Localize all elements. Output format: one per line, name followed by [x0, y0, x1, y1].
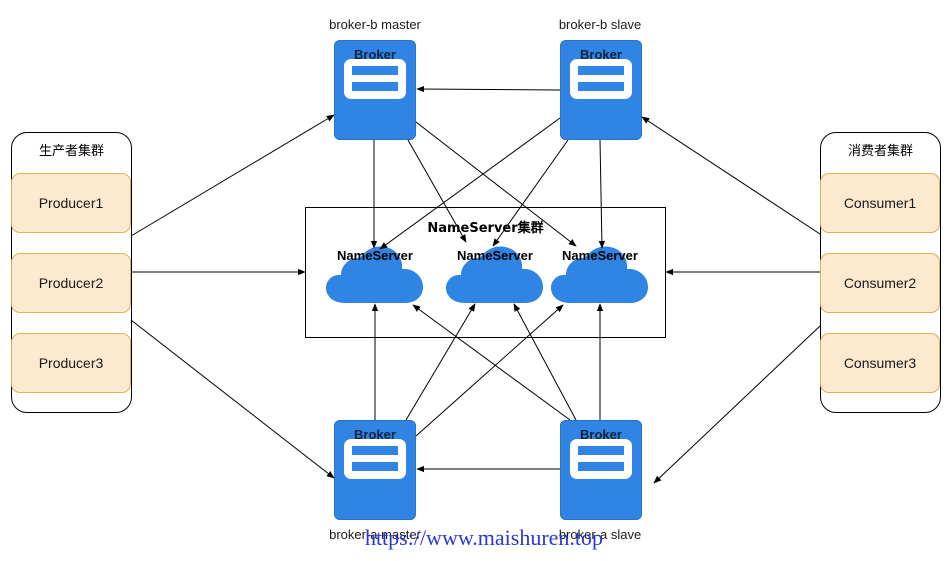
broker-b-master-caption: broker-b master	[329, 17, 421, 32]
broker-b-slave-label: Broker	[580, 47, 622, 62]
edge-a-slave-to-ns2	[513, 303, 577, 421]
nameserver-3-label: NameServer	[562, 248, 638, 263]
server-icon	[570, 59, 632, 99]
cloud-icon	[551, 246, 648, 303]
nameserver-1[interactable]: NameServer	[323, 244, 427, 308]
server-icon	[344, 59, 406, 99]
edge-consumer1-to-broker-b-slave	[641, 116, 821, 235]
broker-a-master[interactable]: Broker	[334, 420, 416, 520]
edge-producer1-to-broker-b-master	[130, 114, 335, 237]
edge-b-slave-to-ns2	[492, 139, 569, 247]
edge-b-slave-to-ns1	[379, 117, 561, 250]
producer-cluster: 生产者集群 Producer1 Producer2 Producer3	[11, 132, 132, 413]
consumer-node-2[interactable]: Consumer2	[820, 253, 940, 313]
nameserver-2[interactable]: NameServer	[443, 244, 547, 308]
consumer-node-3[interactable]: Consumer3	[820, 333, 940, 393]
consumer-cluster: 消费者集群 Consumer1 Consumer2 Consumer3	[820, 132, 941, 413]
cloud-icon	[326, 246, 423, 303]
watermark-url: https://www.maishuren.top	[364, 525, 604, 550]
broker-b-slave-caption: broker-b slave	[558, 17, 642, 32]
nameserver-2-label: NameServer	[457, 248, 533, 263]
broker-a-master-caption: broker-a master	[329, 527, 421, 542]
edge-a-master-to-ns2	[405, 303, 476, 421]
consumer-cluster-title: 消费者集群	[847, 144, 913, 159]
producer-node-2[interactable]: Producer2	[11, 253, 131, 313]
broker-a-slave-label: Broker	[580, 427, 622, 442]
broker-b-master-label: Broker	[354, 47, 396, 62]
edge-b-slave-to-ns3	[598, 139, 606, 249]
producer-node-1[interactable]: Producer1	[11, 173, 131, 233]
producer-cluster-title: 生产者集群	[38, 144, 104, 159]
edge-a-master-to-ns3	[415, 304, 564, 437]
edge-broker-b-slave-to-master	[416, 85, 561, 93]
edge-a-slave-to-ns1	[412, 304, 571, 421]
cloud-icon	[446, 246, 543, 303]
nameserver-1-label: NameServer	[337, 248, 413, 263]
edge-b-master-to-ns3	[415, 121, 577, 247]
broker-a-master-label: Broker	[354, 427, 396, 442]
broker-a-slave-caption: broker-a slave	[558, 527, 642, 542]
edge-producer3-to-broker-a-master	[130, 319, 335, 479]
server-icon	[570, 439, 632, 479]
nameserver-3[interactable]: NameServer	[548, 244, 652, 308]
server-icon	[344, 439, 406, 479]
consumer-node-1[interactable]: Consumer1	[820, 173, 940, 233]
edge-consumer3-to-broker-a-slave	[653, 325, 821, 484]
edge-b-master-to-ns2	[407, 139, 467, 243]
broker-a-slave[interactable]: Broker	[560, 420, 642, 520]
broker-b-master[interactable]: Broker	[334, 40, 416, 140]
producer-node-3[interactable]: Producer3	[11, 333, 131, 393]
broker-b-slave[interactable]: Broker	[560, 40, 642, 140]
